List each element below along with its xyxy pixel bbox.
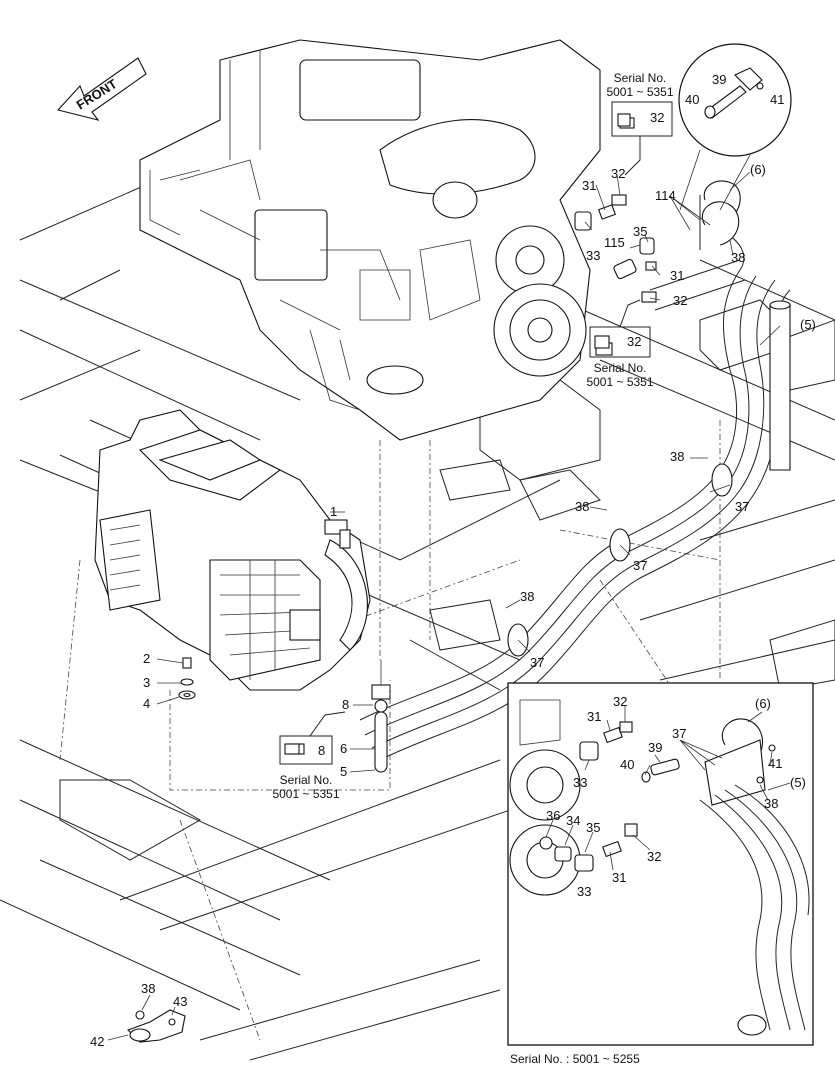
- leader-lines: [107, 171, 791, 1041]
- callout-38: 38: [141, 981, 155, 996]
- callout-38: 38: [575, 499, 589, 514]
- callout-8: 8: [342, 697, 349, 712]
- ac-hoses: [359, 180, 791, 761]
- callout-114: 114: [655, 188, 676, 203]
- serial-note-left: Serial No.5001 ~ 5351: [272, 773, 339, 801]
- serial-note-top: Serial No.5001 ~ 5351: [606, 71, 673, 99]
- callout-42: 42: [90, 1034, 104, 1049]
- callout-39: 39: [648, 740, 662, 755]
- bolt-washer-parts: [178, 657, 196, 700]
- callout-34: 34: [566, 813, 580, 828]
- callout-6-paren: (6): [755, 696, 771, 711]
- callout-32: 32: [627, 334, 641, 349]
- callout-32: 32: [650, 110, 664, 125]
- callout-32: 32: [613, 694, 627, 709]
- hose-clamps: [507, 463, 733, 657]
- callout-2: 2: [143, 651, 150, 666]
- callout-1: 1: [330, 504, 337, 519]
- callout-37: 37: [672, 726, 686, 741]
- callout-38: 38: [670, 449, 684, 464]
- callout-31: 31: [582, 178, 596, 193]
- callout-35: 35: [633, 224, 647, 239]
- callout-3: 3: [143, 675, 150, 690]
- callout-8-box: 8: [318, 743, 325, 758]
- callout-32: 32: [673, 293, 687, 308]
- bracket-parts: [127, 1009, 186, 1043]
- serial-note-inset: Serial No. : 5001 ~ 5255: [510, 1052, 640, 1066]
- callout-32: 32: [611, 166, 625, 181]
- callout-41: 41: [768, 756, 782, 771]
- callout-37: 37: [530, 655, 544, 670]
- inset-detail: [507, 682, 814, 1046]
- callout-33: 33: [577, 884, 591, 899]
- callout-35: 35: [586, 820, 600, 835]
- callout-37: 37: [735, 499, 749, 514]
- callout-31: 31: [670, 268, 684, 283]
- callout-36: 36: [546, 808, 560, 823]
- callout-5-paren: (5): [790, 775, 806, 790]
- callout-31: 31: [612, 870, 626, 885]
- callout-5: 5: [340, 764, 347, 779]
- serial-note-mid: Serial No.5001 ~ 5351: [586, 361, 653, 389]
- callout-38: 38: [520, 589, 534, 604]
- callout-41: 41: [770, 92, 784, 107]
- serial-boxes: [169, 101, 673, 791]
- callout-33: 33: [573, 775, 587, 790]
- callout-32: 32: [647, 849, 661, 864]
- hvac-unit: [94, 409, 371, 691]
- callout-5-paren: (5): [800, 317, 816, 332]
- callout-labels: 1 2 3 4 5 6 8 8 31 31 31 31 32 32 32 32 …: [90, 72, 816, 1049]
- callout-38: 38: [731, 250, 745, 265]
- callout-33: 33: [586, 248, 600, 263]
- detail-circle: [678, 43, 792, 211]
- engine-assembly: [139, 39, 601, 441]
- callout-43: 43: [173, 994, 187, 1009]
- callout-40: 40: [685, 92, 699, 107]
- callout-37: 37: [633, 558, 647, 573]
- callout-39: 39: [712, 72, 726, 87]
- front-arrow: FRONT: [56, 57, 147, 121]
- callout-40: 40: [620, 757, 634, 772]
- callout-115: 115: [604, 235, 625, 250]
- callout-31: 31: [587, 709, 601, 724]
- callout-6-paren: (6): [750, 162, 766, 177]
- callout-6: 6: [340, 741, 347, 756]
- callout-4: 4: [143, 696, 150, 711]
- callout-38: 38: [764, 796, 778, 811]
- serial-notes: Serial No.5001 ~ 5351 Serial No.5001 ~ 5…: [272, 71, 673, 1066]
